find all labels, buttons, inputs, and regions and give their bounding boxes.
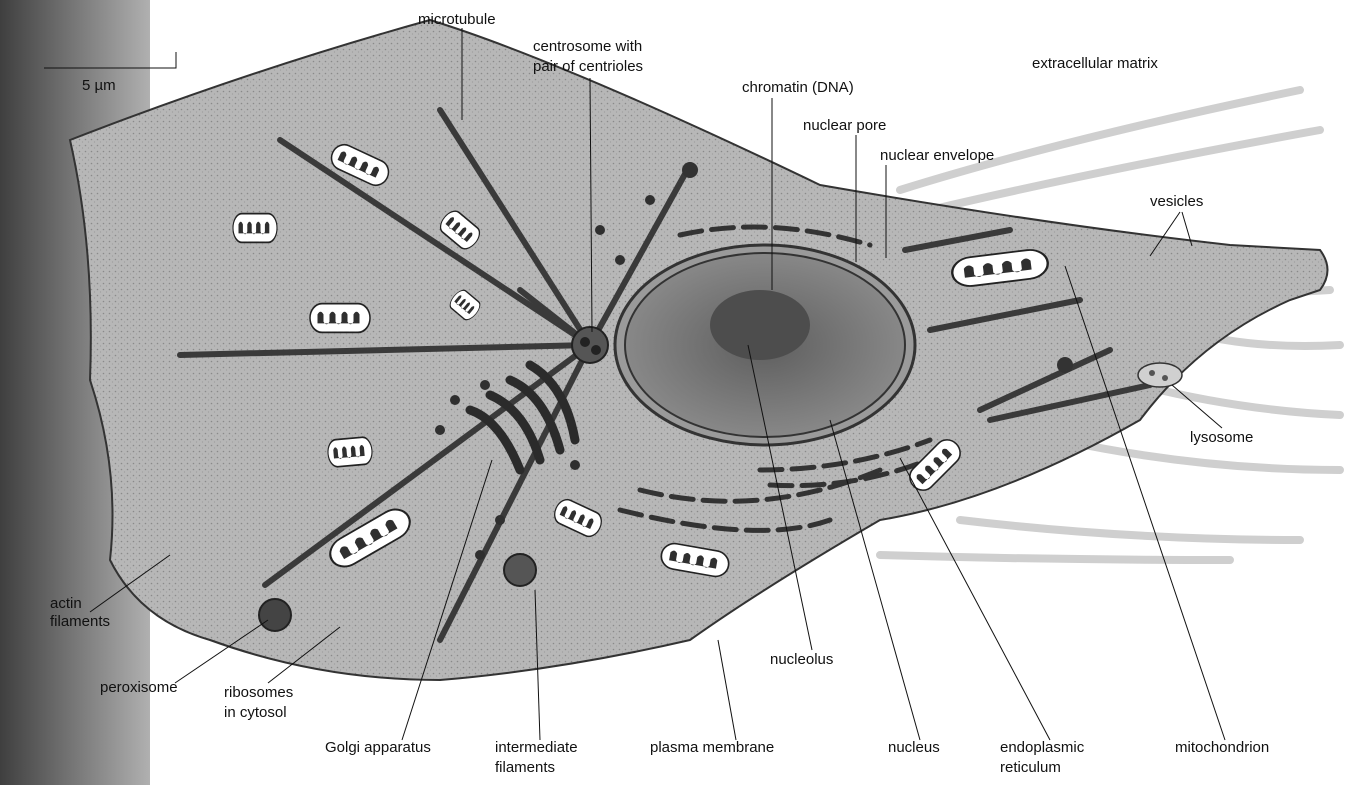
label-centrosome-line2: pair of centrioles [533, 58, 643, 75]
label-er-line1: endoplasmic [1000, 739, 1085, 756]
label-peroxisome: peroxisome [100, 679, 178, 696]
label-actin-line2: filaments [50, 613, 110, 630]
label-lysosome: lysosome [1190, 429, 1253, 446]
label-centrosome-line1: centrosome with [533, 38, 642, 55]
label-microtubule: microtubule [418, 11, 496, 28]
label-ribosomes-line2: in cytosol [224, 704, 287, 721]
label-nucleus: nucleus [888, 739, 940, 756]
label-ribosomes-line1: ribosomes [224, 684, 293, 701]
lysosome [1138, 363, 1182, 387]
label-intermediate-line2: filaments [495, 759, 555, 776]
label-actin-line1: actin [50, 595, 82, 612]
label-plasma-membrane: plasma membrane [650, 739, 774, 756]
label-golgi: Golgi apparatus [325, 739, 431, 756]
label-extracellular-matrix: extracellular matrix [1032, 55, 1158, 72]
centrosome [572, 327, 608, 363]
label-er-line2: reticulum [1000, 759, 1061, 776]
label-intermediate-line1: intermediate [495, 739, 578, 756]
label-chromatin: chromatin (DNA) [742, 79, 854, 96]
label-nuclear-envelope: nuclear envelope [880, 147, 994, 164]
nucleus [615, 245, 915, 445]
scale-bar-label: 5 µm [82, 77, 116, 94]
label-nuclear-pore: nuclear pore [803, 117, 886, 134]
label-nucleolus: nucleolus [770, 651, 833, 668]
peroxisome [259, 599, 291, 631]
label-vesicles: vesicles [1150, 193, 1203, 210]
nucleolus [710, 290, 810, 360]
label-mitochondrion: mitochondrion [1175, 739, 1269, 756]
